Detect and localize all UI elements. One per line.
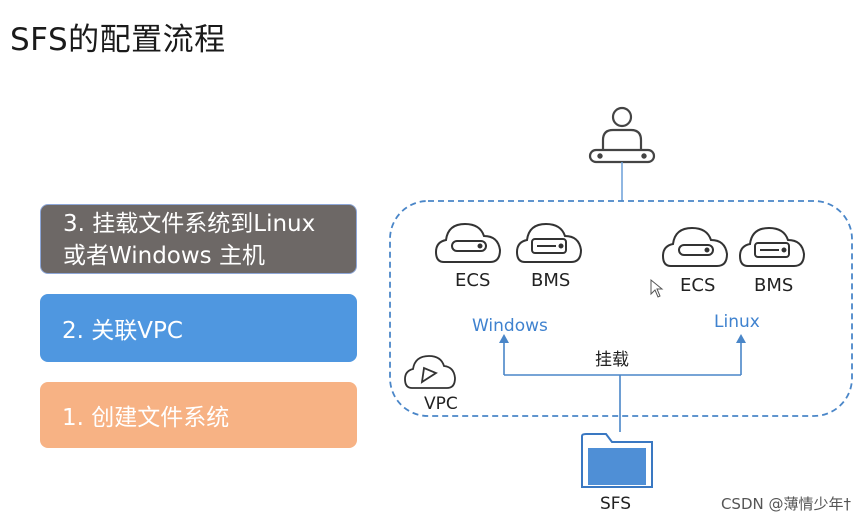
bms-cloud-icon-right [738, 226, 806, 267]
page-title: SFS的配置流程 [10, 22, 226, 58]
arrow-to-windows-icon [499, 334, 509, 343]
step-1-label: 1. 创建文件系统 [62, 405, 230, 431]
windows-label: Windows [472, 316, 548, 336]
ecs-cloud-icon-left [434, 222, 502, 263]
vpc-boundary [389, 200, 853, 417]
vpc-cloud-icon [404, 355, 456, 389]
linux-label: Linux [714, 312, 760, 332]
step-3-line-2: 或者Windows 主机 [63, 243, 265, 269]
step-1-box: 1. 创建文件系统 [40, 382, 357, 448]
bms-cloud-icon-left [515, 222, 583, 263]
bms-label-right: BMS [754, 275, 794, 296]
step-3-line-1: 3. 挂载文件系统到Linux [63, 211, 316, 237]
step-3-box: 3. 挂载文件系统到Linux 或者Windows 主机 [40, 204, 357, 274]
mount-label: 挂载 [595, 350, 629, 370]
user-icon [588, 106, 656, 164]
vpc-label: VPC [424, 394, 458, 414]
ecs-cloud-icon-right [661, 226, 729, 267]
arrow-to-linux-icon [736, 334, 746, 343]
step-2-label: 2. 关联VPC [62, 318, 183, 344]
sfs-folder-icon [581, 433, 653, 488]
ecs-label-left: ECS [455, 270, 491, 291]
mount-connectors [503, 340, 742, 432]
sfs-label: SFS [600, 494, 632, 514]
mouse-cursor-icon [650, 278, 664, 298]
bms-label-left: BMS [531, 270, 571, 291]
ecs-label-right: ECS [680, 275, 716, 296]
watermark: CSDN @薄情少年† [720, 495, 851, 513]
step-2-box: 2. 关联VPC [40, 294, 357, 362]
